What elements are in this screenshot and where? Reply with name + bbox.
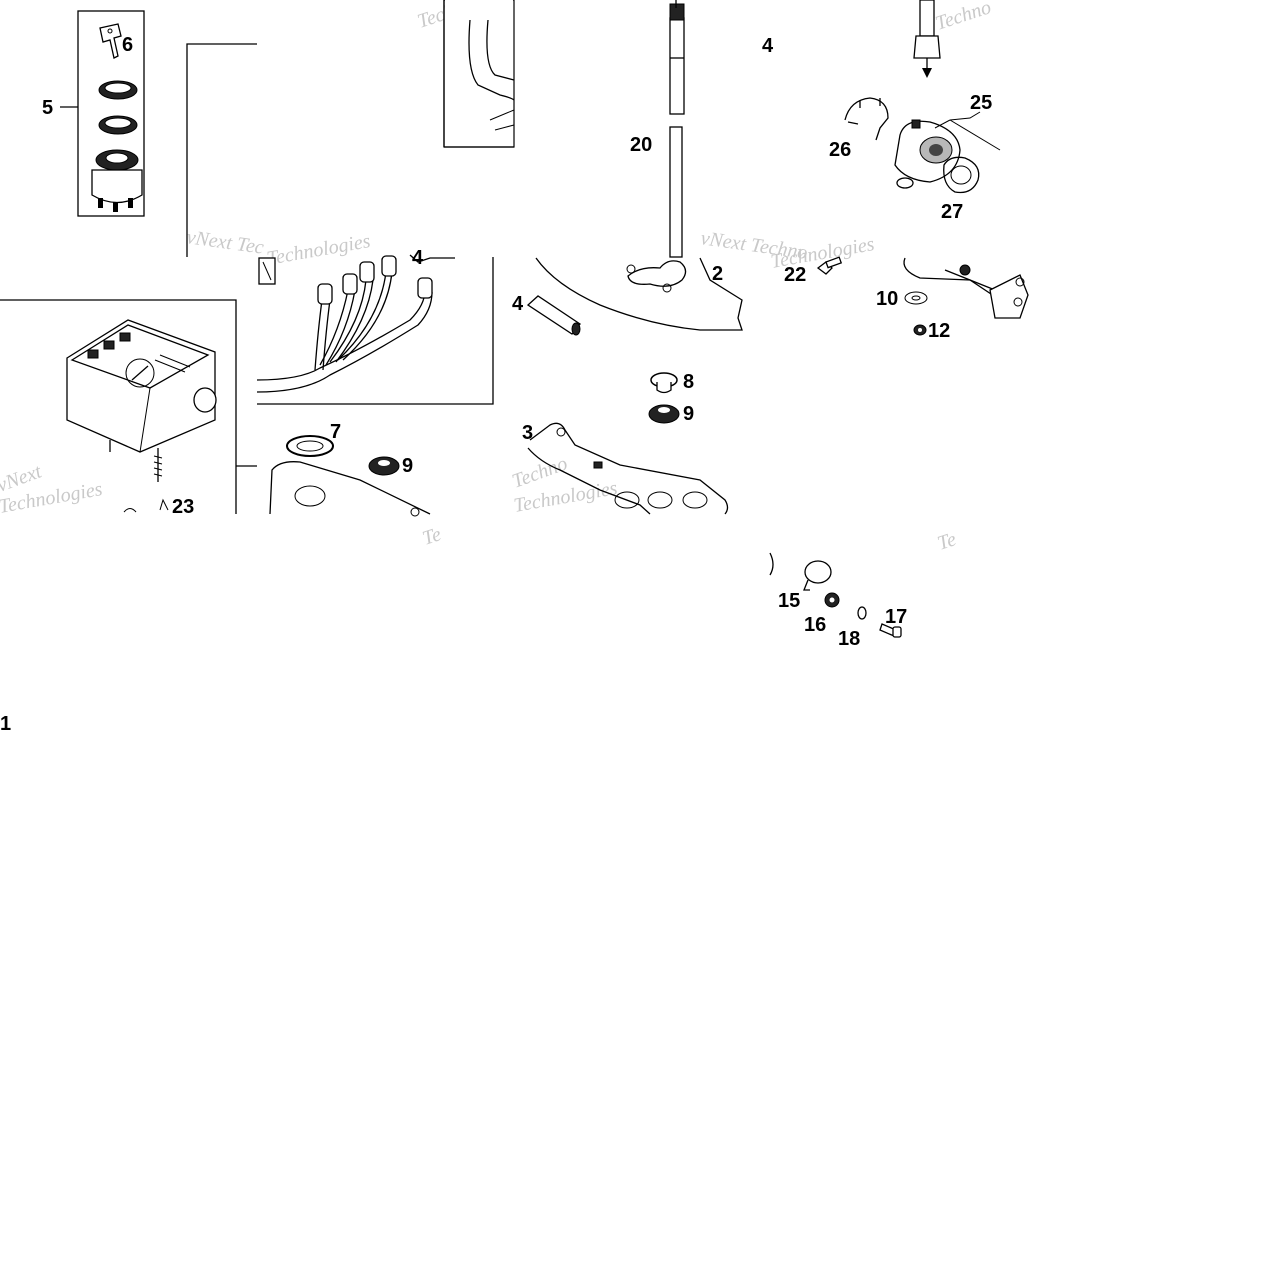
washer-icon xyxy=(904,291,928,305)
mount-arm-icon xyxy=(903,257,1011,311)
callout-9: 9 xyxy=(402,455,413,477)
retaining-clip-icon xyxy=(844,97,889,141)
callout-6: 6 xyxy=(122,34,133,56)
callout-18: 18 xyxy=(838,628,860,650)
callout-20: 20 xyxy=(630,134,652,156)
frame-line xyxy=(0,299,237,514)
lock-ring-icon xyxy=(98,80,138,135)
watermark-text: Te xyxy=(935,528,959,555)
callout-16: 16 xyxy=(804,614,826,636)
instrument-cluster: 23 1 xyxy=(0,299,257,735)
callout-8: 8 xyxy=(683,371,694,393)
nut-icon xyxy=(824,592,840,608)
drive-cable-icon xyxy=(919,0,935,37)
wiring-frame xyxy=(186,0,515,405)
connector-icon xyxy=(317,255,433,305)
spacer-tube-icon xyxy=(526,295,581,335)
ignition-key-icon xyxy=(99,23,122,59)
clamp-fastener-group: 15 16 18 17 xyxy=(769,552,907,650)
watermark-text: Te xyxy=(420,523,444,550)
drive-gear-housing-icon xyxy=(894,119,961,189)
hose-clamp-icon xyxy=(803,560,832,591)
bracket-icon xyxy=(529,422,729,515)
gasket-icon xyxy=(943,156,980,194)
gasket-ring-icon xyxy=(286,435,334,457)
callout-3: 3 xyxy=(522,422,533,444)
grommet-icon xyxy=(368,456,400,476)
callout-27: 27 xyxy=(941,201,963,223)
mount-plate-icon xyxy=(535,257,743,331)
wiring-harness: 4 xyxy=(256,247,455,393)
mount-bracket-group: 22 10 12 xyxy=(784,256,1029,342)
frame-line xyxy=(257,257,494,405)
watermark-text: Technologies xyxy=(265,230,372,270)
callout-12: 12 xyxy=(928,320,950,342)
callout-4-partial: 4 xyxy=(512,293,524,315)
callout-23: 23 xyxy=(172,496,194,518)
callout-26: 26 xyxy=(829,139,851,161)
callout-5: 5 xyxy=(42,97,53,119)
bushing-icon xyxy=(650,372,678,394)
callout-22: 22 xyxy=(784,264,806,286)
screw-icon xyxy=(879,623,902,638)
cable-end-icon xyxy=(769,552,774,576)
lock-washer-icon xyxy=(857,606,867,620)
speedometer-drive-group: 4 26 25 27 xyxy=(762,0,1001,223)
callout-2: 2 xyxy=(712,263,723,285)
callout-1: 1 xyxy=(0,713,11,735)
speedometer-cable-group: 20 2 4 8 9 3 xyxy=(512,0,743,515)
callout-4-partial: 4 xyxy=(412,247,424,269)
watermark-text: Techno xyxy=(933,0,994,35)
leader-line xyxy=(949,111,981,121)
ignition-switch-assembly: 5 6 xyxy=(42,10,145,217)
callout-4: 4 xyxy=(762,35,774,57)
callout-10: 10 xyxy=(876,288,898,310)
callout-25: 25 xyxy=(970,92,992,114)
watermark-text: vNext Tec xyxy=(185,226,265,259)
bolt-icon xyxy=(816,256,843,275)
nut-icon xyxy=(913,324,927,336)
cable-sheath-icon xyxy=(669,17,685,115)
callout-15: 15 xyxy=(778,590,800,612)
callout-7: 7 xyxy=(330,421,341,443)
ignition-box-outline xyxy=(77,10,145,217)
cable-rod-icon xyxy=(669,126,683,258)
callout-9: 9 xyxy=(683,403,694,425)
grommet-icon xyxy=(648,404,680,424)
callout-17: 17 xyxy=(885,606,907,628)
ignition-switch-icon xyxy=(91,149,143,212)
adjust-knob-icon xyxy=(193,387,217,413)
lower-mount-plate-left: 7 9 xyxy=(269,421,431,517)
frame-line xyxy=(186,43,257,257)
